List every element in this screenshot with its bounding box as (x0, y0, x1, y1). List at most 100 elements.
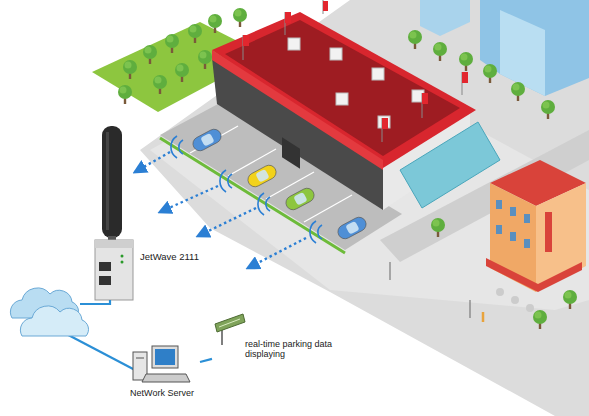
flags-part (285, 12, 291, 23)
flags-part (382, 118, 388, 129)
store-building-part (330, 48, 342, 60)
restaurant-building-part (496, 288, 504, 296)
network-link (200, 359, 212, 362)
jetwave-device (95, 126, 133, 300)
restaurant-building-part (524, 239, 530, 248)
restaurant-building-part (496, 200, 502, 209)
restaurant-building-part (482, 312, 485, 322)
restaurant-building (390, 160, 586, 329)
restaurant-building-part (431, 218, 445, 237)
park-part (123, 60, 137, 79)
wifi-waves-part (318, 225, 322, 239)
restaurant-building-part (390, 262, 391, 280)
park-part (198, 50, 212, 69)
clouds (10, 288, 88, 336)
signal-arrows (135, 152, 306, 268)
park-part (208, 14, 222, 33)
display-node: real-time parking data displaying (212, 310, 340, 374)
parking-lot-part (190, 127, 223, 153)
jetwave-device-part (106, 132, 109, 230)
jetwave-device-part (121, 261, 124, 264)
store-building-part (288, 38, 300, 50)
city-buildings-part (459, 52, 473, 71)
display-sign-part (215, 314, 245, 332)
signal-arrows-part (160, 186, 218, 212)
parking-lot-part (245, 163, 278, 189)
store-building-part (372, 68, 384, 80)
device-node: JetWave 2111 (92, 122, 204, 302)
city-buildings-part (500, 10, 545, 96)
wifi-waves (171, 136, 322, 243)
store-building-part (400, 122, 500, 208)
restaurant-building-part (496, 225, 502, 234)
wifi-waves-part (220, 170, 226, 192)
restaurant-building-part (510, 232, 516, 241)
city-buildings-part (480, 0, 589, 96)
park-part (118, 85, 132, 104)
store-building-part (336, 93, 348, 105)
server-computer-part (155, 349, 175, 365)
wifi-waves-part (228, 174, 232, 188)
city-buildings-part (420, 0, 470, 36)
ground-part (140, 0, 589, 416)
signal-arrows-part (135, 152, 170, 172)
server-computer-part (142, 374, 190, 382)
server-node: NetWork Server (124, 340, 200, 404)
flags-part (243, 35, 249, 46)
jetwave-device-part (95, 240, 133, 300)
signal-arrows-part (248, 238, 306, 268)
signal-arrows-part (198, 208, 256, 236)
display-sign-part (221, 330, 223, 345)
restaurant-building-part (538, 262, 582, 292)
city-buildings (408, 0, 589, 119)
city-buildings-part (483, 64, 497, 83)
restaurant-building-part (486, 258, 538, 292)
city-buildings-part (511, 82, 525, 101)
store-building-part (282, 137, 300, 169)
jetwave-device-part (99, 262, 111, 271)
park-part (165, 34, 179, 53)
park-part (233, 8, 247, 27)
restaurant-building-part (563, 290, 577, 309)
server-computer-part (136, 358, 144, 359)
wifi-waves-part (310, 221, 316, 243)
server-computer-part (152, 346, 178, 368)
server-computer (133, 346, 190, 382)
restaurant-building-part (526, 304, 534, 312)
jetwave-device-part (102, 126, 122, 238)
park-part (188, 24, 202, 43)
parking-lot-part (283, 186, 316, 212)
city-buildings-part (541, 100, 555, 119)
wifi-waves-part (171, 136, 177, 158)
flags-part (462, 72, 468, 83)
node-label: JetWave 2111 (140, 252, 202, 263)
restaurant-building-part (510, 207, 516, 216)
store-building (212, 12, 500, 210)
parking-lot-part (190, 126, 238, 153)
jetwave-device-part (95, 240, 133, 248)
wifi-waves-part (179, 140, 183, 154)
network-wires-part (80, 300, 110, 304)
restaurant-building-part (511, 296, 519, 304)
park-part (175, 63, 189, 82)
display-sign-part (219, 319, 240, 327)
restaurant-building-part (536, 183, 586, 292)
store-building-part (212, 50, 383, 170)
park-part (143, 45, 157, 64)
node-label: real-time parking data displaying (245, 339, 337, 360)
display-sign (215, 314, 245, 345)
city-buildings-part (433, 42, 447, 61)
ground (140, 0, 589, 416)
flags-part (422, 93, 428, 104)
clouds-part (20, 306, 88, 336)
wifi-waves-part (266, 197, 270, 211)
restaurant-building-part (533, 310, 547, 329)
jetwave-device-part (99, 276, 111, 285)
jetwave-device-part (121, 255, 124, 258)
parking-lot-part (335, 215, 368, 241)
flags-part (323, 1, 328, 11)
city-buildings-part (408, 30, 422, 49)
